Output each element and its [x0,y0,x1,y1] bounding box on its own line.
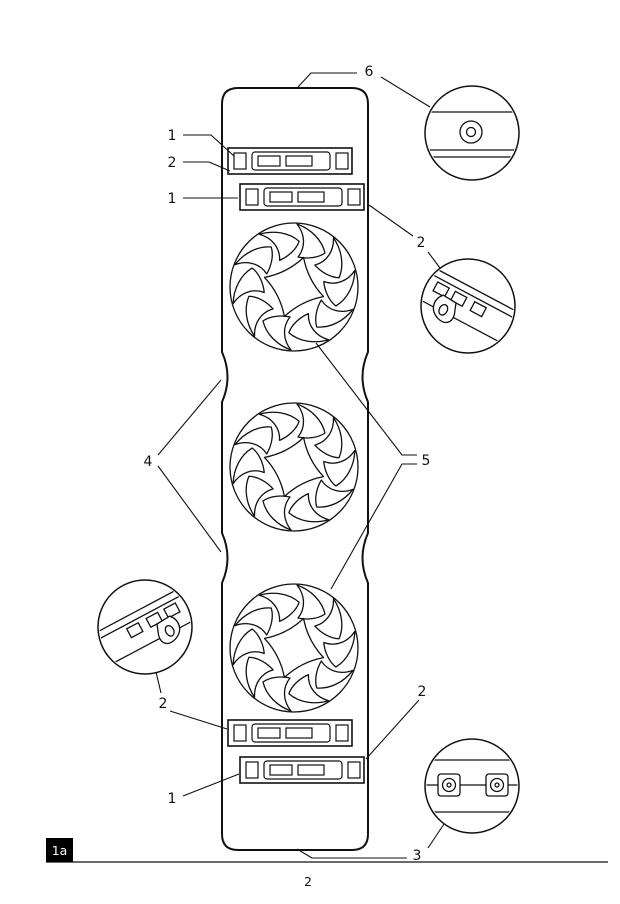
ref-label-1-upper: 1 [168,191,177,207]
top-connector-strip-lower [239,183,365,211]
ref-label-1-bottom: 1 [168,791,177,807]
callout-clip-detail-right [420,258,516,354]
ref-label-3: 3 [413,848,422,864]
bottom-connector-strip-upper [227,719,353,747]
figure-footer: 1a 2 [46,838,608,889]
ref-label-6: 6 [365,64,374,80]
top-connector-strip-upper [227,147,353,175]
ref-label-2-lower-right: 2 [418,684,427,700]
callout-grommet-detail [424,85,520,181]
ref-label-2-top: 2 [168,155,177,171]
page-number: 2 [304,874,312,889]
ref-label-2-upper-right: 2 [417,235,426,251]
ref-label-2-left: 2 [159,696,168,712]
callout-terminal-detail [424,738,520,834]
figure-id-box [46,838,73,862]
bottom-connector-strip-lower [239,756,365,784]
ref-label-5: 5 [422,453,431,469]
ref-label-1-top: 1 [168,128,177,144]
reference-labels: 6 1 2 1 2 4 5 2 2 1 3 [144,64,431,864]
leader-lines [155,72,445,859]
figure-id-label: 1a [52,843,68,858]
ref-label-4: 4 [144,454,153,470]
callout-clip-detail-left [97,579,193,675]
